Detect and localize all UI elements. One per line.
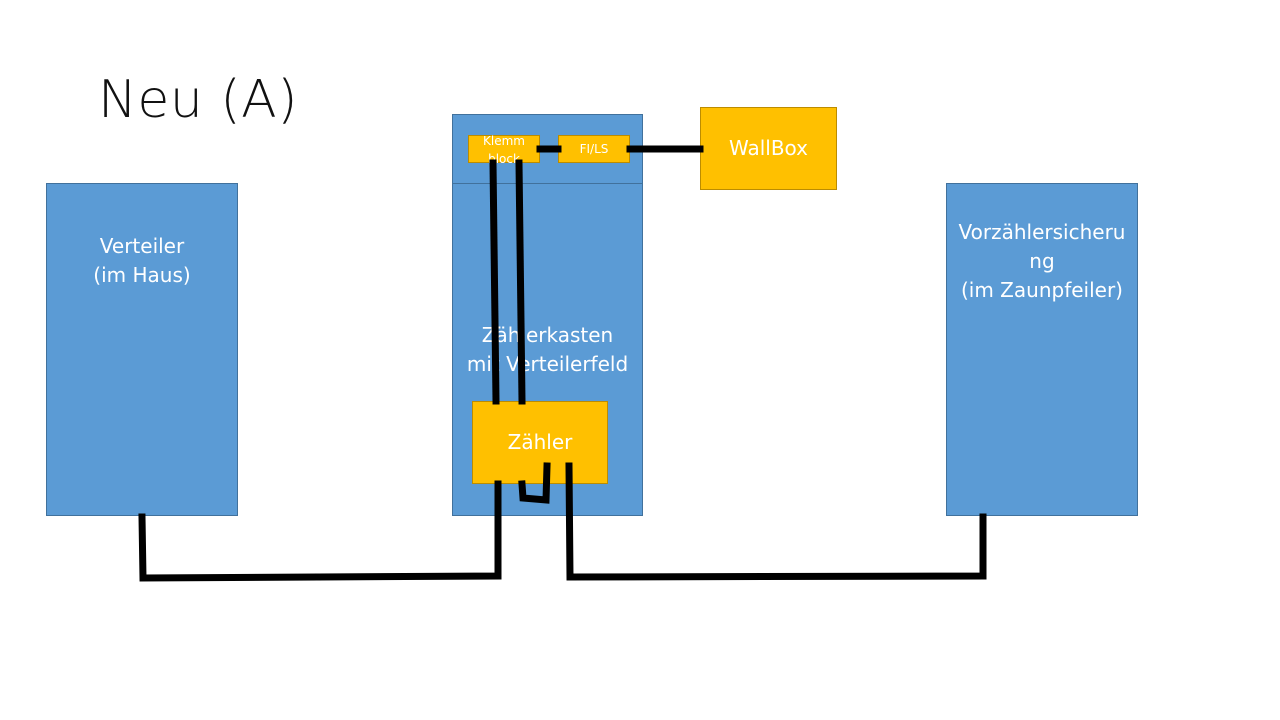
zaehlerkasten-label: Zählerkasten mit Verteilerfeld — [466, 323, 629, 376]
zaehler-box: Zähler — [472, 401, 608, 484]
zaehler-label: Zähler — [507, 430, 573, 454]
vorzaehlersicherung-label: Vorzählersicheru ng (im Zaunpfeiler) — [958, 220, 1126, 302]
verteiler-box: Verteiler (im Haus) — [46, 183, 238, 516]
zaehlerkasten-divider — [453, 183, 642, 184]
wallbox-box: WallBox — [700, 107, 837, 190]
slide-title: Neu (A) — [98, 70, 299, 130]
fi-ls-label: FI/LS — [579, 142, 609, 156]
fi-ls-box: FI/LS — [558, 135, 630, 163]
vorzaehlersicherung-box: Vorzählersicheru ng (im Zaunpfeiler) — [946, 183, 1138, 516]
klemmblock-label: Klemm block — [483, 134, 525, 166]
klemmblock-box: Klemm block — [468, 134, 540, 166]
verteiler-label: Verteiler (im Haus) — [93, 234, 191, 287]
wallbox-label: WallBox — [728, 136, 809, 160]
